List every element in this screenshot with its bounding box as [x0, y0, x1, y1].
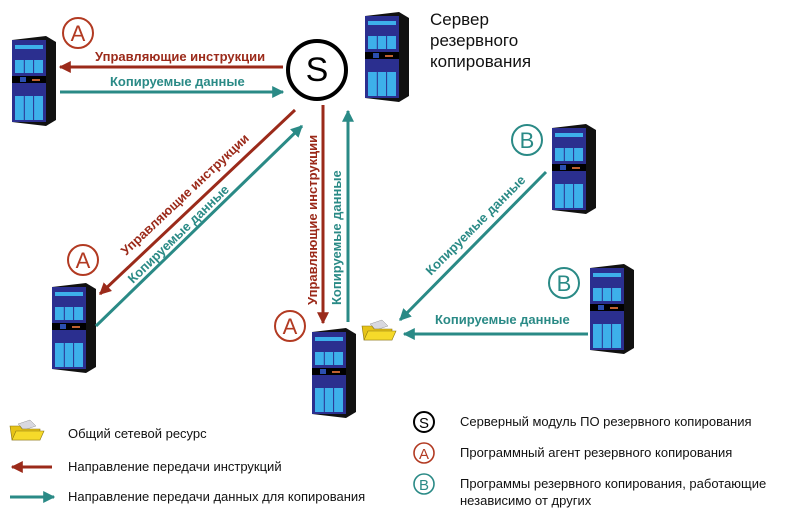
agent-server-top-left[interactable] [11, 35, 57, 127]
agent-badge-bottom-left: A [67, 244, 99, 276]
agent-badge-top-left: A [62, 17, 94, 49]
instructions-arrow-bottom-left [98, 108, 297, 296]
legend-server-module-text: Серверный модуль ПО резервного копирован… [460, 414, 752, 429]
legend-s-badge-icon: S [413, 411, 435, 433]
independent-server-bottom-right[interactable] [589, 263, 635, 355]
independent-badge-top-right: B [511, 124, 543, 156]
svg-text:A: A [76, 248, 91, 273]
svg-text:B: B [419, 477, 429, 494]
data-label-top-right: Копируемые данные [423, 172, 529, 278]
independent-server-top-right[interactable] [551, 123, 597, 215]
svg-text:S: S [419, 415, 429, 432]
agent-server-bottom-center[interactable] [311, 327, 357, 419]
legend-right: S Серверный модуль ПО резервного копиров… [413, 411, 770, 508]
legend-left: Общий сетевой ресурс Направление передач… [9, 419, 365, 504]
backup-server[interactable] [364, 11, 410, 103]
legend-b-badge-icon: B [413, 473, 435, 495]
data-arrow-top-right [398, 170, 548, 322]
independent-badge-bottom-right: B [548, 267, 580, 299]
svg-text:B: B [557, 271, 572, 296]
legend-instructions-text: Направление передачи инструкций [68, 459, 282, 474]
legend-data-text: Направление передачи данных для копирова… [68, 489, 365, 504]
server-module-badge[interactable]: S [286, 39, 348, 101]
data-label-top-left: Копируемые данные [110, 74, 245, 89]
data-arrow-bottom-left [94, 124, 304, 328]
instructions-label-bottom-center: Управляющие инструкции [305, 135, 320, 305]
data-label-bottom-right: Копируемые данные [435, 312, 570, 327]
legend-agent-text: Программный агент резервного копирования [460, 445, 732, 460]
svg-text:B: B [520, 128, 535, 153]
agent-server-bottom-left[interactable] [51, 282, 97, 374]
svg-text:A: A [419, 446, 429, 463]
server-title: Сервер резервного копирования [430, 10, 531, 71]
shared-folder-icon[interactable] [361, 319, 397, 341]
instructions-label-top-left: Управляющие инструкции [95, 49, 265, 64]
legend-folder-text: Общий сетевой ресурс [68, 426, 207, 441]
legend-folder-icon [9, 419, 45, 441]
legend-independent-text: Программы резервного копирования, работа… [460, 476, 770, 508]
legend-a-badge-icon: A [413, 442, 435, 464]
agent-badge-bottom-center: A [274, 310, 306, 342]
svg-text:A: A [71, 21, 86, 46]
svg-text:A: A [283, 314, 298, 339]
svg-text:S: S [306, 51, 329, 89]
data-label-bottom-center: Копируемые данные [329, 170, 344, 305]
